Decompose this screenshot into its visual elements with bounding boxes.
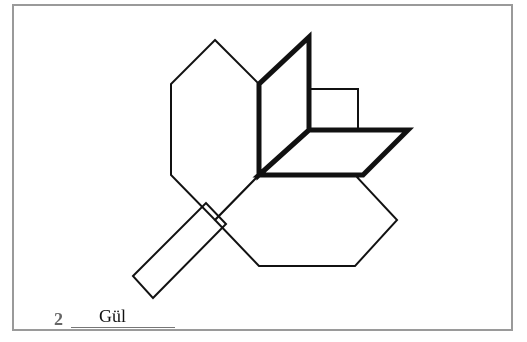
answer-label: Gül (71, 307, 175, 328)
left-hexagon-shape (171, 40, 259, 220)
question-card: 2 Gül (12, 4, 513, 331)
flat-parallelogram-shape (259, 130, 408, 175)
tangram-figure (14, 6, 511, 329)
small-square-shape (309, 89, 358, 130)
bottom-hexagon-shape (215, 175, 397, 266)
item-number: 2 (54, 310, 63, 328)
answer-caption: 2 Gül (54, 307, 175, 328)
